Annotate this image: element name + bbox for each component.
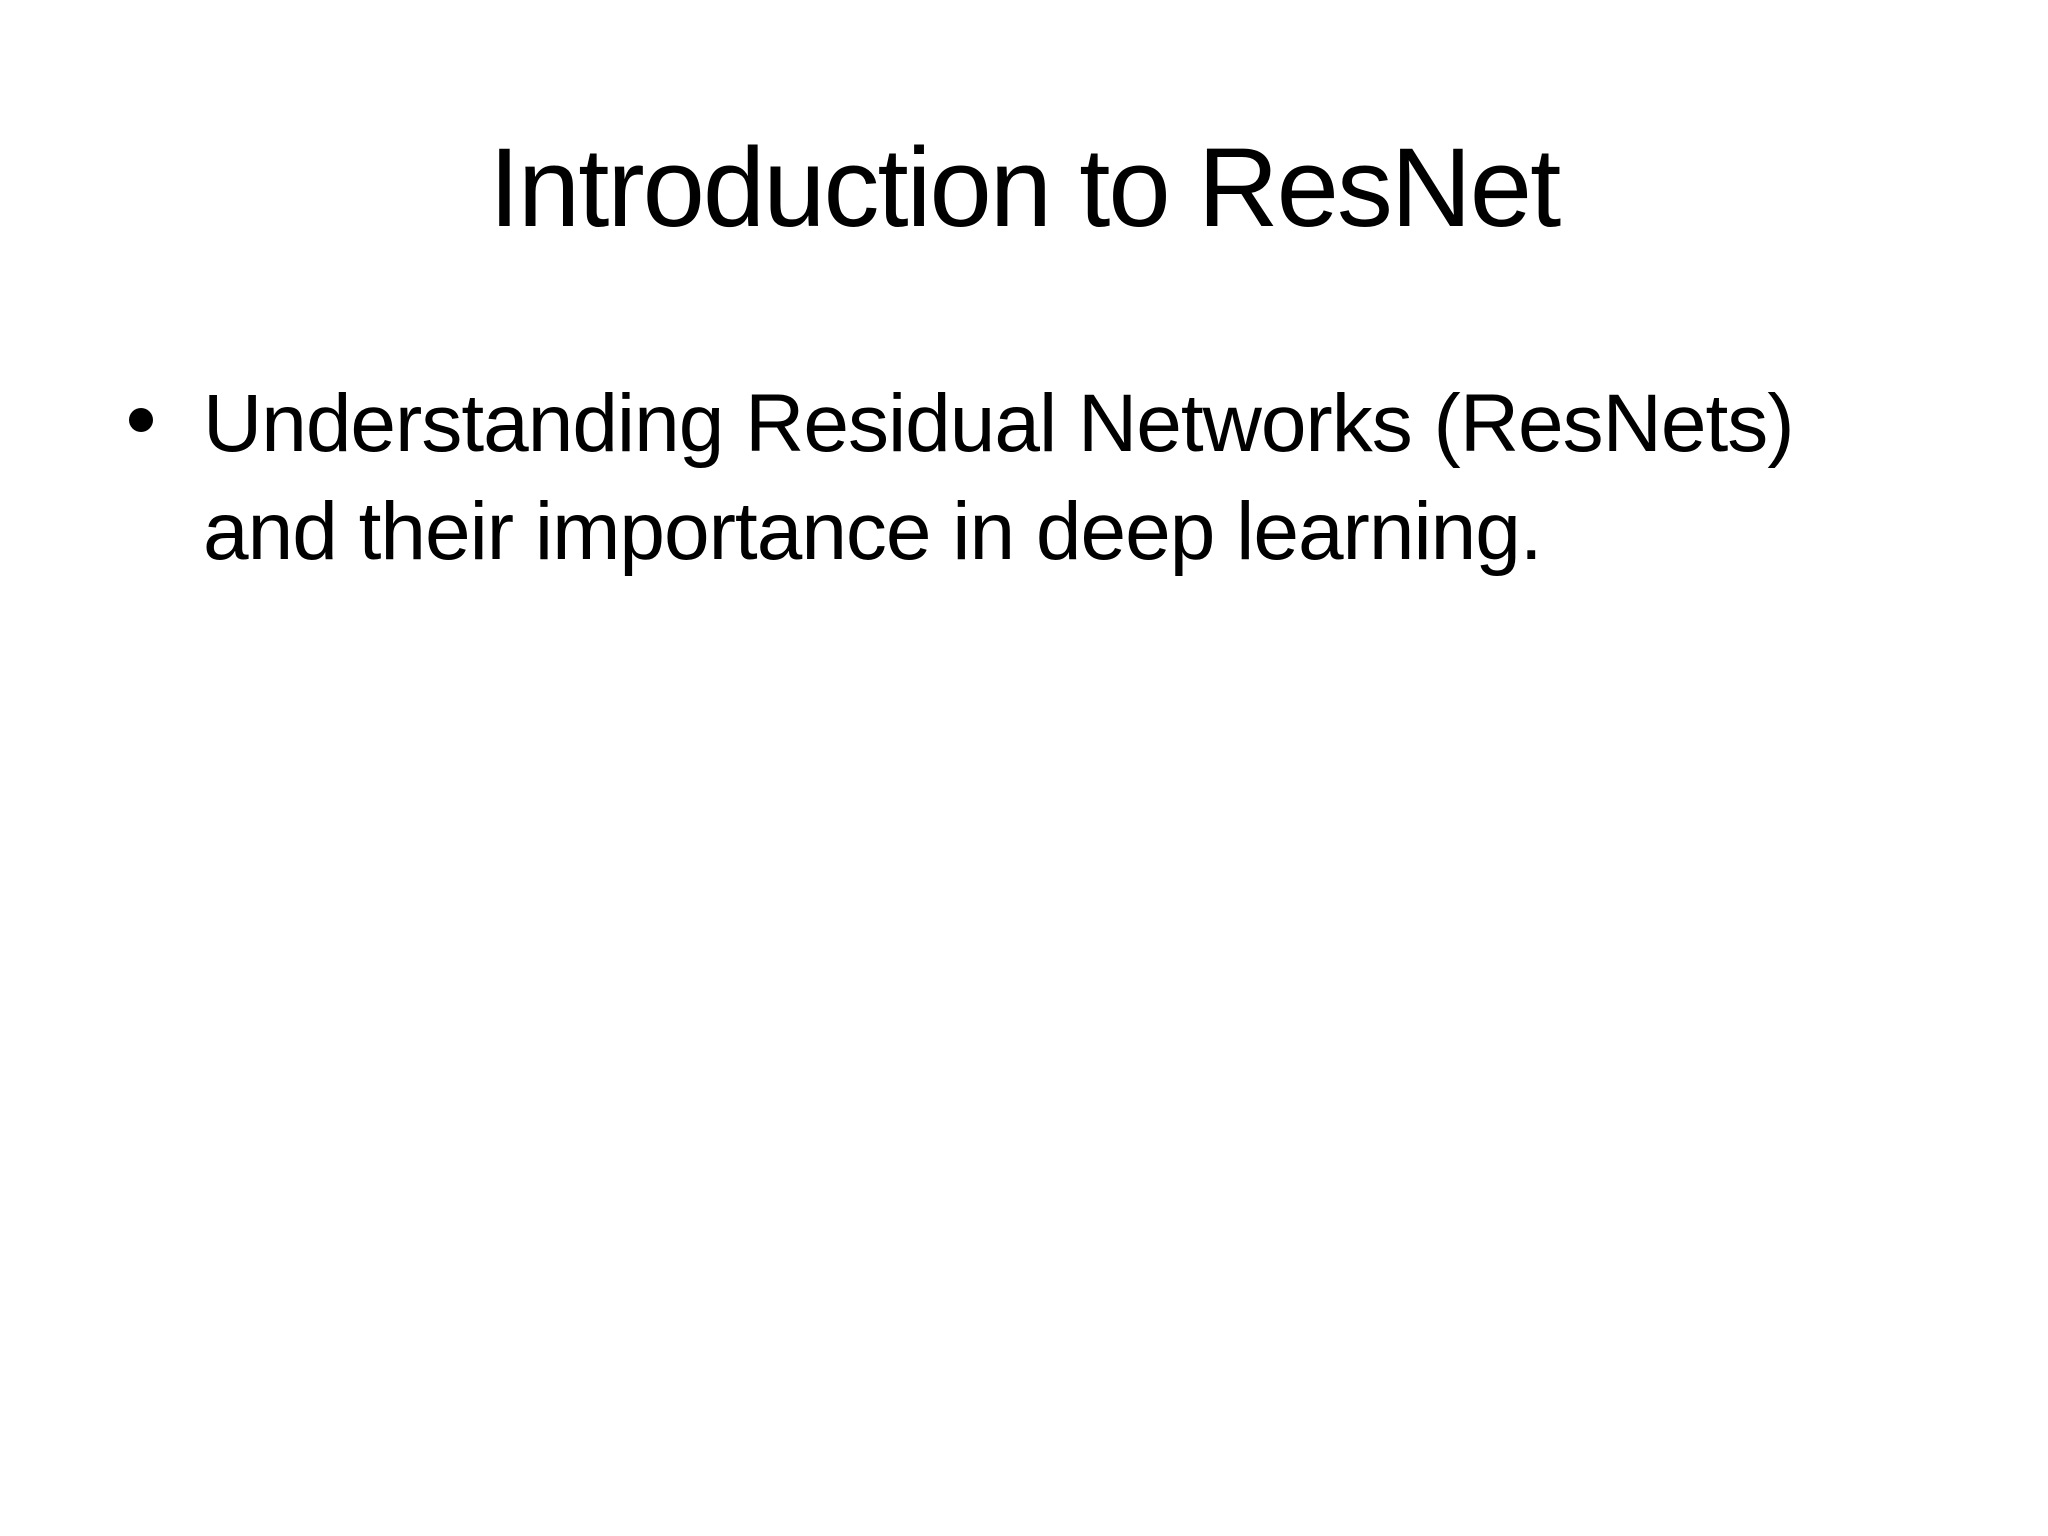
- bullet-icon: [129, 408, 153, 432]
- slide-title: Introduction to ResNet: [488, 125, 1561, 250]
- bullet-text: Understanding Residual Networks (ResNets…: [203, 370, 1923, 586]
- bullet-line-1: Understanding Residual Networks (ResNets…: [203, 378, 1795, 469]
- bullet-line-2: and their importance in deep learning.: [203, 486, 1543, 577]
